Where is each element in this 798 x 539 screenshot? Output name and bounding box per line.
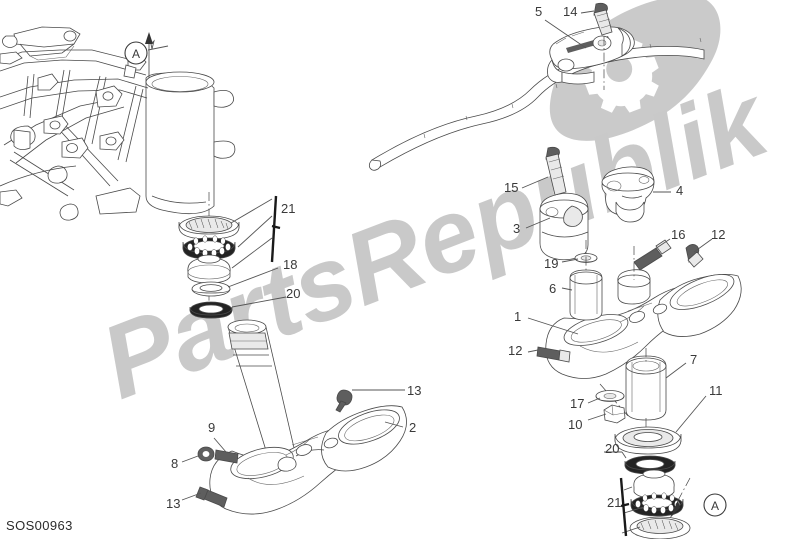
callout-number[interactable]: 20	[605, 441, 620, 456]
callout-number[interactable]: 6	[549, 281, 557, 296]
lower-bearing-stack-drawing	[595, 383, 691, 539]
callout-number[interactable]: 16	[671, 227, 686, 242]
upper-triple-clamp-drawing	[536, 239, 742, 421]
callout-number[interactable]: 7	[690, 352, 698, 367]
section-marker-a-top: A	[124, 32, 169, 78]
callout-number[interactable]: 18	[283, 257, 298, 272]
leader-lines	[181, 10, 713, 537]
frame-assembly-drawing	[0, 26, 236, 221]
riser-blocks-drawing	[539, 146, 655, 261]
callout-number[interactable]: 17	[570, 396, 585, 411]
steering-stem-drawing	[227, 319, 299, 471]
callout-number[interactable]: 13	[407, 383, 422, 398]
callout-number[interactable]: 19	[544, 256, 559, 271]
upper-bearing-stack-drawing	[178, 192, 240, 319]
svg-text:A: A	[132, 47, 140, 61]
callout-number[interactable]: 13	[166, 496, 181, 511]
callout-number[interactable]: 8	[171, 456, 179, 471]
lower-triple-clamp-drawing	[195, 389, 407, 515]
document-code: SOS00963	[6, 518, 73, 533]
callout-number[interactable]: 15	[504, 180, 519, 195]
callout-number[interactable]: 21	[281, 201, 296, 216]
callout-number[interactable]: 1	[514, 309, 522, 324]
callout-number[interactable]: 21	[607, 495, 622, 510]
callout-number[interactable]: 11	[709, 383, 723, 398]
section-marker-a-bottom: A	[670, 477, 727, 518]
callout-number[interactable]: 3	[513, 221, 521, 236]
callout-number[interactable]: 2	[409, 420, 417, 435]
callout-number[interactable]: 9	[208, 420, 216, 435]
callout-number[interactable]: 5	[535, 4, 543, 19]
callout-number[interactable]: 14	[563, 4, 578, 19]
callout-number[interactable]: 12	[711, 227, 726, 242]
callout-number[interactable]: 12	[508, 343, 523, 358]
callout-number[interactable]: 10	[568, 417, 583, 432]
callout-number[interactable]: 20	[286, 286, 301, 301]
callout-number[interactable]: 4	[676, 183, 684, 198]
svg-text:A: A	[711, 499, 719, 513]
